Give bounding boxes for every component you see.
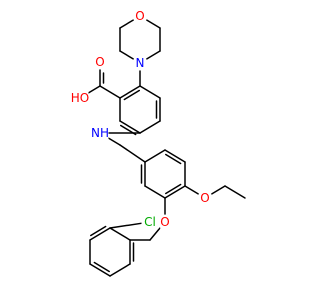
bond-a31-a32-double xyxy=(93,261,110,273)
bond-a7-a8 xyxy=(119,85,141,99)
atom-label-background xyxy=(200,191,210,205)
bond-a16-a17 xyxy=(106,136,121,146)
bond-a4-a5 xyxy=(146,50,161,60)
atom-label-background xyxy=(141,215,159,229)
atom-label-n: N xyxy=(136,56,145,70)
bond-a31-a32 xyxy=(89,263,111,277)
bond-a19-a20 xyxy=(144,185,166,199)
bond-a33-a34-double xyxy=(90,225,107,237)
molecule-structure-diagram: O N O HO NH O O Cl xyxy=(71,9,246,277)
bond-a30-a31 xyxy=(109,263,131,277)
bond-a25-a26 xyxy=(224,185,246,199)
bond-a7-a8-double xyxy=(123,89,140,101)
bond-a20-a21-double xyxy=(165,183,182,195)
atom-label-o: HO xyxy=(71,91,89,105)
bond-a3-a4 xyxy=(119,50,134,60)
bond-a22-a23 xyxy=(164,149,186,163)
bond-layer xyxy=(86,19,246,277)
bond-a34-a35 xyxy=(109,222,143,229)
bond-a20-a21 xyxy=(164,185,186,199)
bond-a6-a1 xyxy=(146,19,161,29)
atom-label-background xyxy=(71,91,89,105)
atom-label-cl: Cl xyxy=(144,215,156,229)
bond-a27-a28 xyxy=(149,227,161,241)
atom-label-background xyxy=(135,56,145,70)
bond-a12-a7 xyxy=(139,85,161,99)
bond-a33-a34 xyxy=(89,227,111,241)
atom-layer: O N O HO NH O O Cl xyxy=(71,9,210,229)
atom-label-o: O xyxy=(135,9,144,23)
atom-label-background xyxy=(160,215,170,229)
bond-a13-a15 xyxy=(86,85,101,95)
bond-a17-a18 xyxy=(119,144,146,163)
atom-label-n: NH xyxy=(91,126,109,140)
atom-label-background xyxy=(95,55,105,69)
atom-label-o: O xyxy=(160,215,169,229)
bond-a24-a25 xyxy=(211,185,226,195)
bond-a21-a24 xyxy=(184,185,199,195)
atom-label-background xyxy=(91,126,109,140)
bond-a10-a11 xyxy=(139,120,161,134)
atom-label-o: O xyxy=(95,55,104,69)
bond-a9-a10 xyxy=(119,120,141,134)
bond-a22-a23-double xyxy=(165,153,182,165)
atom-label-background xyxy=(135,9,145,23)
bond-a34-a29 xyxy=(109,227,131,241)
bond-a23-a18 xyxy=(144,149,166,163)
bond-a8-a13 xyxy=(99,85,121,99)
atom-label-o: O xyxy=(200,191,209,205)
bond-a1-a2 xyxy=(119,19,134,29)
